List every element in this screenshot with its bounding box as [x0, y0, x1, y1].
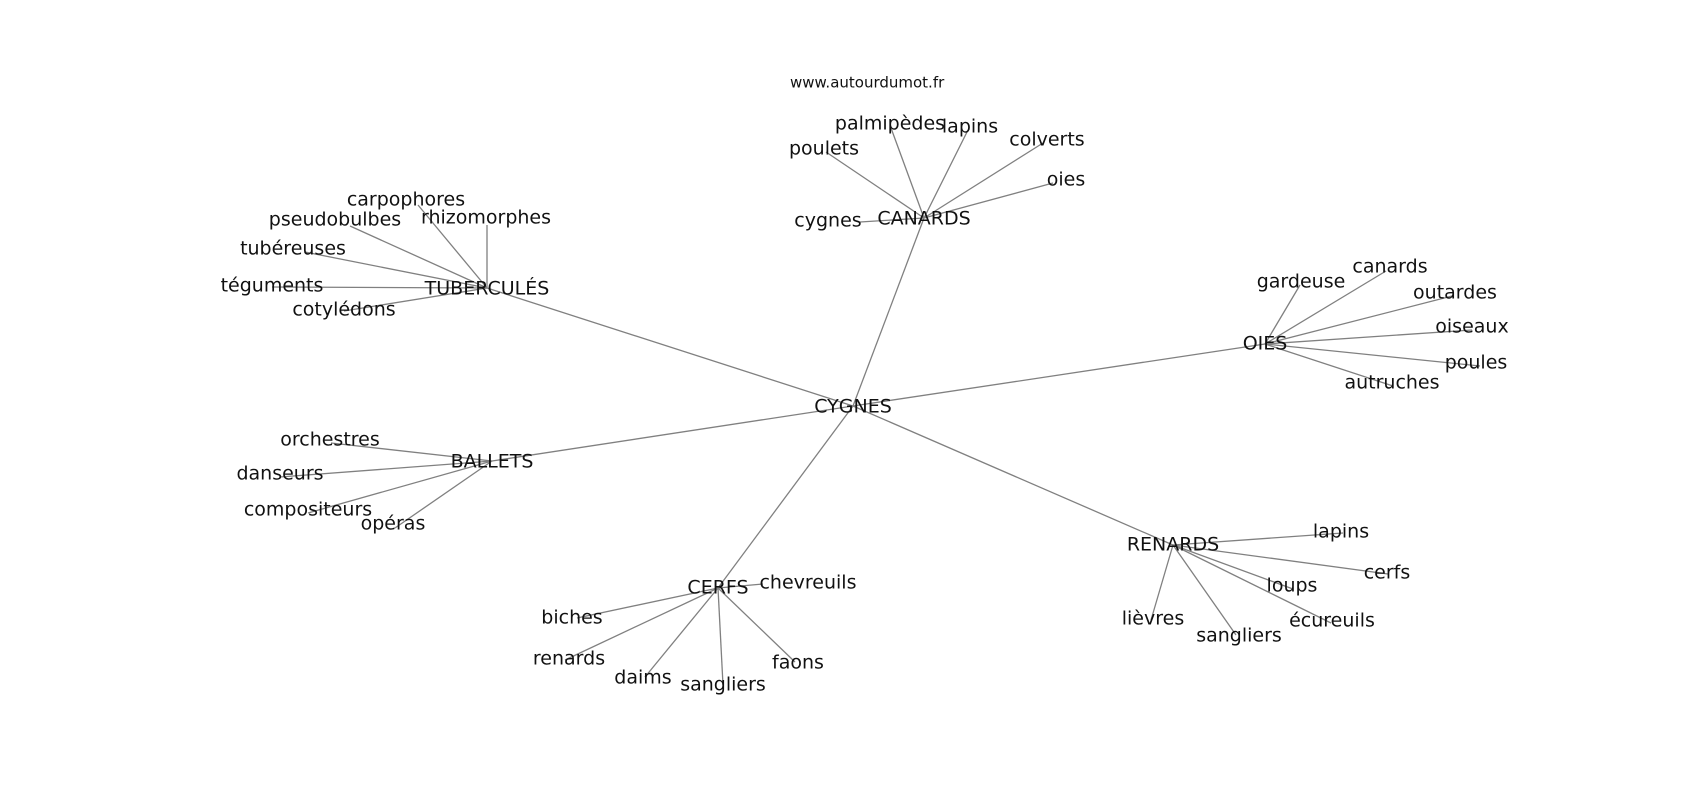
leaf-node-renards-3[interactable]: écureuils [1289, 610, 1375, 632]
center-node-cygnes[interactable]: CYGNES [814, 396, 892, 418]
edge-oies-leaf-1 [1264, 270, 1387, 345]
leaf-node-tubercules-1[interactable]: rhizomorphes [421, 207, 551, 229]
edge-canards-leaf-5 [859, 217, 925, 223]
edge-cerfs-leaf-5 [717, 587, 796, 663]
edge-renards-leaf-3 [1172, 544, 1332, 624]
edge-canards-leaf-3 [923, 142, 1044, 219]
leaf-node-tubercules-4[interactable]: téguments [221, 275, 324, 297]
leaf-node-cerfs-0[interactable]: chevreuils [759, 572, 856, 594]
edge-renards-leaf-4 [1150, 544, 1174, 621]
edge-oies-leaf-5 [1264, 343, 1394, 387]
edge-tubercules-leaf-4 [271, 286, 488, 289]
leaf-node-oies-3[interactable]: oiseaux [1435, 316, 1508, 338]
hub-node-canards[interactable]: CANARDS [877, 208, 970, 230]
edge-renards-leaf-2 [1172, 544, 1294, 590]
edge-oies-leaf-2 [1264, 295, 1453, 345]
leaf-node-renards-0[interactable]: lapins [1313, 521, 1369, 543]
edge-cerfs-leaf-1 [576, 587, 719, 619]
leaf-node-ballets-3[interactable]: opéras [361, 513, 426, 535]
edge-center-ballets [491, 405, 854, 462]
edge-cerfs-leaf-4 [717, 587, 724, 686]
hub-node-oies[interactable]: OIES [1243, 333, 1288, 355]
edge-ballets-leaf-1 [279, 460, 493, 478]
leaf-node-cerfs-3[interactable]: daims [614, 667, 671, 689]
leaf-node-oies-4[interactable]: poules [1445, 352, 1508, 374]
edges-layer [271, 127, 1481, 686]
edge-tubercules-leaf-3 [304, 251, 488, 289]
leaf-node-tubercules-3[interactable]: tubéreuses [240, 238, 346, 260]
leaf-node-oies-0[interactable]: gardeuse [1257, 271, 1346, 293]
leaf-node-renards-5[interactable]: sangliers [1196, 625, 1282, 647]
edge-center-renards [852, 405, 1174, 546]
edge-center-cerfs [717, 405, 854, 589]
leaf-node-renards-2[interactable]: loups [1267, 575, 1318, 597]
labels-layer: www.autourdumot.fr CYGNES CANARDS poulets p… [221, 74, 1509, 696]
leaf-node-oies-1[interactable]: canards [1352, 256, 1427, 278]
edge-canards-leaf-2 [923, 131, 968, 219]
edge-ballets-leaf-0 [330, 442, 493, 462]
leaf-node-tubercules-2[interactable]: pseudobulbes [269, 209, 401, 231]
edge-renards-leaf-0 [1172, 532, 1344, 546]
leaf-node-canards-2[interactable]: lapins [942, 116, 998, 138]
edge-renards-leaf-5 [1172, 544, 1237, 636]
edge-canards-leaf-1 [890, 127, 925, 219]
edge-ballets-leaf-2 [307, 460, 493, 514]
leaf-node-canards-5[interactable]: cygnes [794, 210, 861, 232]
hub-node-renards[interactable]: RENARDS [1127, 534, 1219, 556]
watermark-link[interactable]: www.autourdumot.fr [790, 74, 945, 92]
edge-oies-leaf-4 [1264, 343, 1481, 367]
edge-renards-leaf-1 [1172, 544, 1389, 575]
leaf-node-ballets-2[interactable]: compositeurs [244, 499, 372, 521]
hub-node-cerfs[interactable]: CERFS [687, 577, 748, 599]
leaf-node-cerfs-1[interactable]: biches [541, 607, 602, 629]
hub-node-ballets[interactable]: BALLETS [451, 451, 534, 473]
leaf-node-oies-2[interactable]: outardes [1413, 282, 1497, 304]
edge-canards-leaf-4 [923, 182, 1054, 219]
leaf-node-canards-0[interactable]: poulets [789, 138, 859, 160]
edge-center-tubercules [486, 287, 854, 407]
edge-tubercules-leaf-0 [417, 204, 488, 289]
leaf-node-canards-3[interactable]: colverts [1009, 129, 1084, 151]
leaf-node-canards-1[interactable]: palmipèdes [835, 113, 945, 135]
edge-canards-leaf-0 [825, 151, 925, 219]
leaf-node-oies-5[interactable]: autruches [1344, 372, 1439, 394]
leaf-node-tubercules-0[interactable]: carpophores [347, 189, 465, 211]
hub-node-tubercules[interactable]: TUBERCULÉS [424, 277, 550, 300]
leaf-node-cerfs-4[interactable]: sangliers [680, 674, 766, 696]
leaf-node-tubercules-5[interactable]: cotylédons [292, 299, 395, 321]
edge-tubercules-leaf-2 [349, 225, 488, 289]
edge-center-oies [852, 343, 1266, 407]
edge-tubercules-leaf-5 [343, 287, 488, 312]
edge-center-canards [852, 217, 925, 407]
leaf-node-renards-4[interactable]: lièvres [1122, 608, 1184, 630]
leaf-node-cerfs-2[interactable]: renards [533, 648, 605, 670]
leaf-node-canards-4[interactable]: oies [1047, 169, 1086, 191]
leaf-node-ballets-0[interactable]: orchestres [280, 429, 380, 451]
leaf-node-ballets-1[interactable]: danseurs [236, 463, 323, 485]
edge-oies-leaf-0 [1264, 284, 1301, 345]
edge-cerfs-leaf-2 [564, 587, 719, 661]
edge-oies-leaf-3 [1264, 329, 1473, 345]
edge-cerfs-leaf-0 [717, 583, 764, 589]
edge-cerfs-leaf-3 [644, 587, 719, 678]
leaf-node-cerfs-5[interactable]: faons [772, 652, 824, 674]
leaf-node-renards-1[interactable]: cerfs [1364, 562, 1411, 584]
edge-ballets-leaf-3 [394, 460, 493, 529]
